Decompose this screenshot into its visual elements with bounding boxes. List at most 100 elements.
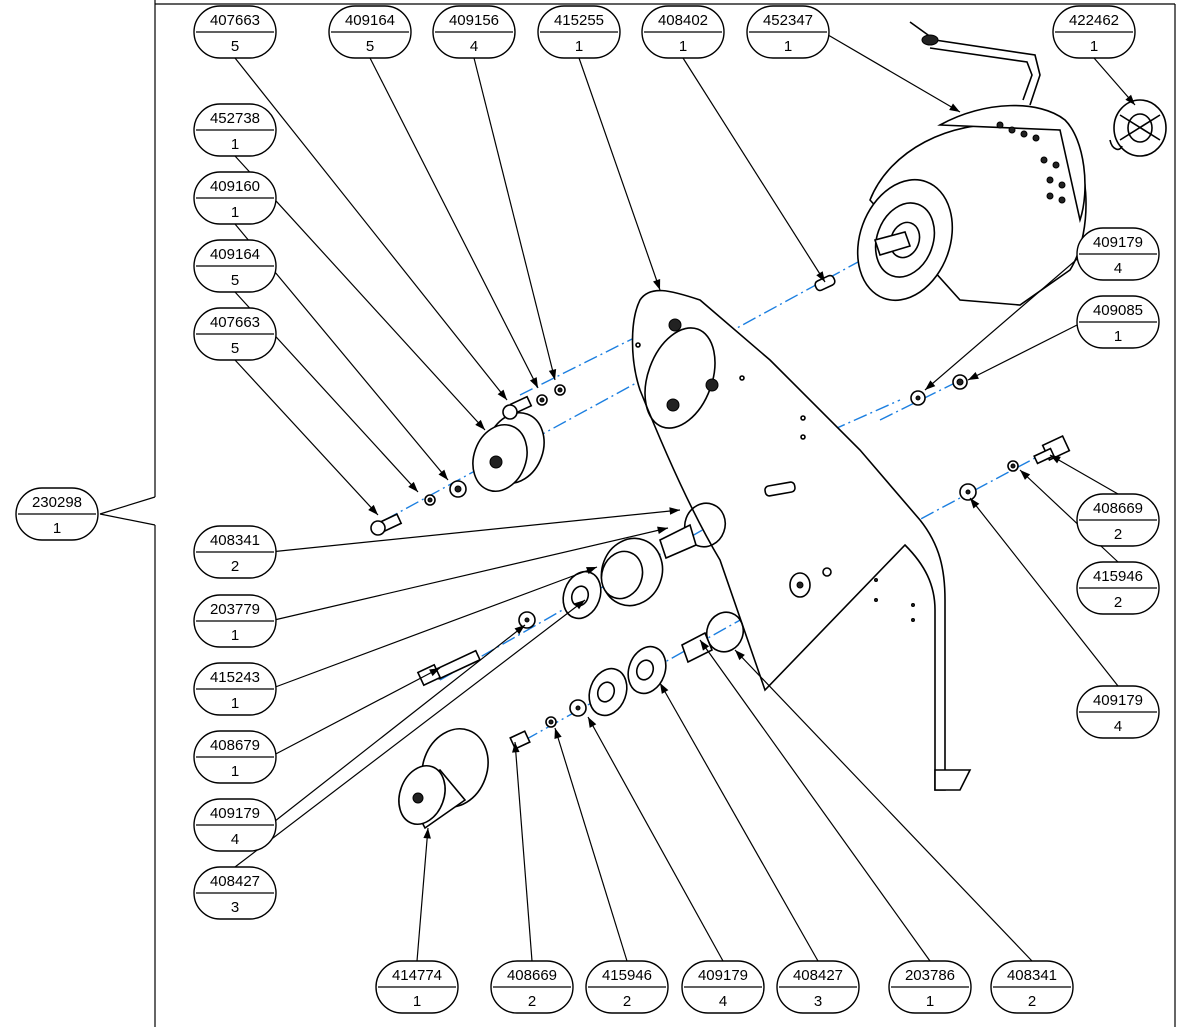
callout-quantity: 4	[1114, 718, 1122, 735]
leader-arrowhead	[475, 419, 485, 430]
callout-203779: 203779 1	[193, 594, 277, 648]
callout-quantity: 1	[231, 627, 239, 644]
callout-part-number: 409156	[449, 12, 499, 29]
pulley-fasteners	[370, 384, 566, 536]
callout-part-number: 408402	[658, 12, 708, 29]
leader-line	[269, 527, 669, 622]
leader-arrowhead	[970, 498, 980, 509]
leader-arrowhead	[657, 526, 668, 535]
callout-quantity: 3	[814, 993, 822, 1010]
leader-arrowhead	[512, 742, 520, 753]
callout-quantity: 3	[231, 899, 239, 916]
callout-452347: 452347 1	[746, 5, 830, 59]
leader-arrowhead	[529, 377, 538, 388]
leader-line	[269, 624, 526, 826]
callout-part-number: 409179	[1093, 234, 1143, 251]
assembly-bracket-frame	[99, 0, 1176, 1027]
callout-part-number: 230298	[32, 494, 82, 511]
callout-quantity: 2	[1028, 993, 1036, 1010]
callout-part-number: 408669	[507, 967, 557, 984]
leader-arrowhead	[1020, 470, 1031, 480]
callout-part-number: 414774	[392, 967, 442, 984]
callout-part-number: 408669	[1093, 500, 1143, 517]
leader-arrowhead	[1125, 94, 1135, 105]
callout-part-number: 409179	[1093, 692, 1143, 709]
upper-idler-assembly	[416, 481, 796, 687]
leader-line	[554, 727, 628, 962]
leader-line	[234, 359, 379, 516]
callout-part-number: 415946	[1093, 568, 1143, 585]
callout-part-number: 203779	[210, 601, 260, 618]
callout-quantity: 5	[231, 38, 239, 55]
callout-quantity: 4	[470, 38, 478, 55]
callout-quantity: 2	[1114, 526, 1122, 543]
callout-bubbles: 4076635409164540915644152551408402145234…	[193, 5, 1160, 1014]
leader-line	[659, 682, 819, 962]
leader-line	[416, 827, 429, 962]
callout-part-number: 415243	[210, 669, 260, 686]
callout-part-number: 409085	[1093, 302, 1143, 319]
leader-line	[587, 716, 724, 962]
leader-arrowhead	[1050, 455, 1061, 464]
drive-pulley	[472, 412, 545, 492]
leader-arrowhead	[968, 371, 979, 380]
leader-line	[473, 57, 556, 381]
leader-arrowhead	[408, 481, 418, 492]
leader-arrowhead	[574, 600, 585, 610]
leader-line	[1049, 454, 1119, 495]
leader-arrowhead	[497, 389, 507, 400]
callout-part-number: 409160	[210, 178, 260, 195]
electric-motor	[856, 21, 1087, 306]
leader-arrowhead	[588, 717, 597, 728]
leader-line	[682, 57, 826, 283]
leader-arrowhead	[669, 507, 680, 515]
callout-408679: 408679 1	[193, 730, 277, 784]
callout-part-number: 422462	[1069, 12, 1119, 29]
leader-line	[822, 31, 961, 113]
leader-arrowhead	[368, 504, 378, 515]
leader-line	[234, 155, 486, 431]
callout-part-number: 408427	[793, 967, 843, 984]
lower-idler-assembly	[509, 567, 832, 750]
leader-line	[269, 566, 598, 690]
callout-part-number: 452347	[763, 12, 813, 29]
callout-quantity: 1	[784, 38, 792, 55]
callout-part-number: 409164	[345, 12, 395, 29]
leader-line	[578, 57, 661, 291]
leader-line	[967, 321, 1084, 381]
leader-arrowhead	[586, 567, 597, 575]
callout-409156: 409156 4	[432, 5, 516, 59]
callout-409179: 409179 4	[1076, 685, 1160, 739]
callout-quantity: 4	[719, 993, 727, 1010]
callout-409164: 409164 5	[328, 5, 412, 59]
callout-quantity: 1	[1114, 328, 1122, 345]
callout-quantity: 1	[231, 763, 239, 780]
callout-408402: 408402 1	[641, 5, 725, 59]
callout-quantity: 5	[366, 38, 374, 55]
callout-quantity: 4	[1114, 260, 1122, 277]
callout-part-number: 408679	[210, 737, 260, 754]
leader-line	[924, 253, 1084, 391]
callout-part-number: 407663	[210, 314, 260, 331]
leader-arrowhead	[429, 668, 440, 677]
motor-end-cover	[1109, 99, 1167, 157]
callout-quantity: 1	[679, 38, 687, 55]
leader-line	[969, 497, 1119, 687]
